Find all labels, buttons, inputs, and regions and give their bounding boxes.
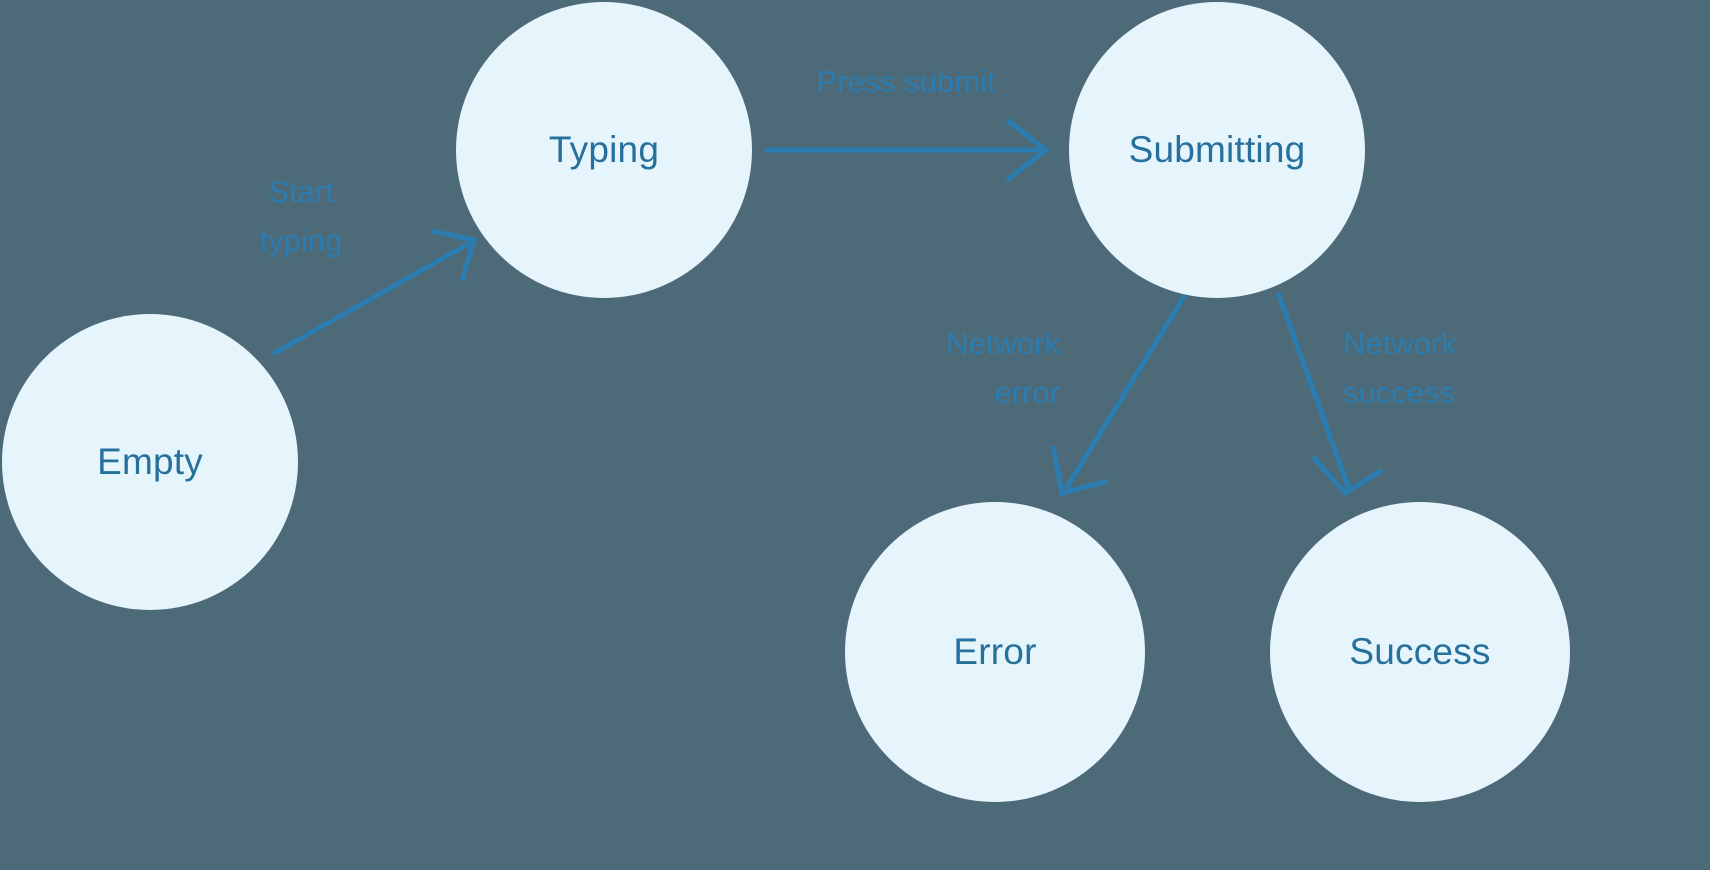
state-label-error: Error xyxy=(953,631,1037,672)
state-node-empty[interactable]: Empty xyxy=(2,314,298,610)
state-node-submitting[interactable]: Submitting xyxy=(1069,2,1365,298)
edge-empty-to-typing xyxy=(271,228,478,357)
state-node-error[interactable]: Error xyxy=(845,502,1145,802)
edge-typing-to-submitting xyxy=(765,118,1051,182)
edge-submitting-to-error xyxy=(1050,293,1188,497)
state-node-success[interactable]: Success xyxy=(1270,502,1570,802)
edge-label-network-success: Network success xyxy=(1343,326,1457,410)
edge-label-press-submit: Press submit xyxy=(816,64,996,99)
edge-submitting-to-success xyxy=(1275,292,1384,497)
state-label-empty: Empty xyxy=(97,441,203,482)
state-label-typing: Typing xyxy=(548,129,660,170)
edge-label-network-error: Network error xyxy=(946,326,1060,410)
state-label-success: Success xyxy=(1349,631,1491,672)
state-node-typing[interactable]: Typing xyxy=(456,2,752,298)
state-label-submitting: Submitting xyxy=(1128,129,1306,170)
edge-label-start-typing: Start typing xyxy=(259,174,343,258)
